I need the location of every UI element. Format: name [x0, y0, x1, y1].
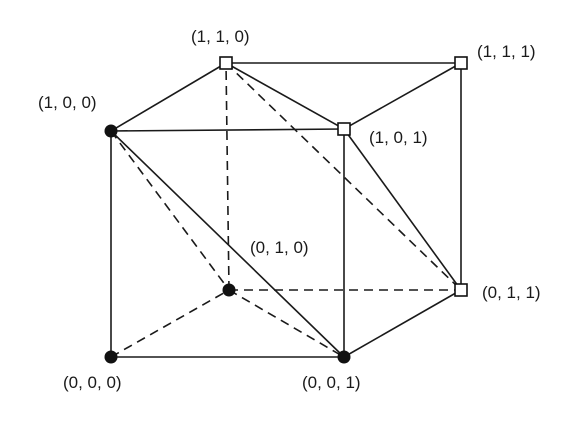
vertex-v001: [337, 350, 351, 364]
edge-v010-v001: [228, 289, 345, 358]
edge-v100-v110: [110, 62, 227, 132]
edge-v100-v010: [110, 130, 230, 291]
vertex-label-v010: (0, 1, 0): [250, 238, 309, 257]
labels-layer: (0, 0, 0) (0, 0, 1) (0, 1, 0) (1, 0, 0) (1, …: [38, 27, 541, 392]
vertex-v011: [454, 283, 468, 297]
edge-v001-v011: [343, 289, 462, 358]
vertex-v010: [222, 283, 236, 297]
nodes-layer: [104, 56, 468, 364]
vertex-label-v110: (1, 1, 0): [191, 27, 250, 46]
vertex-label-v011: (0, 1, 1): [482, 283, 541, 302]
edge-v101-v111: [343, 62, 462, 130]
vertex-label-v001: (0, 0, 1): [302, 373, 361, 392]
edges-layer: [110, 62, 462, 358]
edge-v010-v110: [225, 62, 230, 291]
edge-v110-v101: [225, 62, 345, 130]
vertex-v111: [454, 56, 468, 70]
vertex-v101: [337, 122, 351, 136]
vertex-label-v100: (1, 0, 0): [38, 93, 97, 112]
edge-v100-v101: [110, 128, 345, 132]
vertex-label-v111: (1, 1, 1): [477, 42, 536, 61]
edge-v000-v010: [110, 289, 230, 358]
vertex-label-v000: (0, 0, 0): [63, 373, 122, 392]
edge-v100-v001: [110, 130, 345, 358]
vertex-v000: [104, 350, 118, 364]
edge-v110-v011: [225, 62, 462, 291]
vertex-v110: [219, 56, 233, 70]
vertex-v100: [104, 124, 118, 138]
vertex-label-v101: (1, 0, 1): [369, 128, 428, 147]
edge-v101-v011: [343, 128, 462, 291]
